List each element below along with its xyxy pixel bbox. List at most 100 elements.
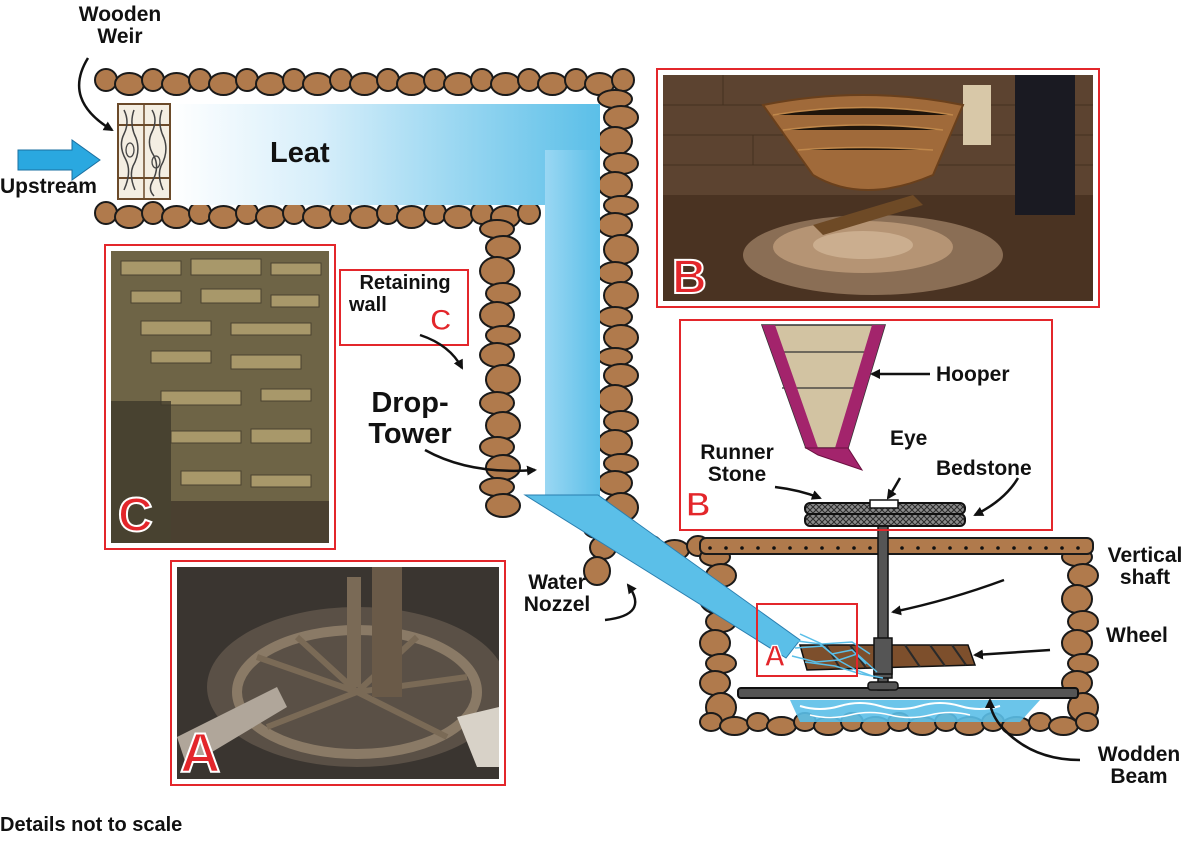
marker-a-small: A bbox=[763, 639, 786, 673]
slab-dot bbox=[820, 546, 824, 550]
stone bbox=[208, 205, 239, 229]
stone bbox=[719, 716, 750, 736]
slab-dot bbox=[964, 546, 968, 550]
upstream-arrow-icon bbox=[17, 139, 101, 181]
stone bbox=[603, 195, 639, 216]
stone bbox=[282, 68, 306, 92]
slab-dot bbox=[740, 546, 744, 550]
slab-dot bbox=[756, 546, 760, 550]
hooper-label: Hooper bbox=[936, 363, 1010, 386]
wooden-beam bbox=[737, 687, 1079, 699]
drop-tower-label-line1: Drop- bbox=[371, 387, 449, 419]
water-nozzle-label-line1: Water bbox=[528, 571, 586, 594]
stone bbox=[443, 72, 474, 96]
stone bbox=[485, 235, 521, 260]
stone bbox=[597, 126, 633, 156]
stone bbox=[479, 301, 515, 329]
drop-tower-label-line2: Tower bbox=[368, 418, 452, 450]
stone bbox=[603, 453, 639, 474]
leat-lower-wall bbox=[94, 201, 541, 229]
stone bbox=[603, 234, 639, 265]
stone bbox=[699, 712, 723, 732]
stone bbox=[1067, 653, 1099, 674]
footer-note: Details not to scale bbox=[0, 814, 183, 836]
stone bbox=[1061, 584, 1093, 614]
stone bbox=[766, 716, 797, 736]
stone bbox=[564, 68, 588, 92]
stone bbox=[282, 201, 306, 225]
stone bbox=[329, 68, 353, 92]
bedstone bbox=[804, 513, 966, 527]
stone bbox=[479, 219, 515, 239]
wooden-weir-label-line1: Wooden bbox=[78, 3, 162, 26]
slab-dot bbox=[788, 546, 792, 550]
tailrace-water bbox=[790, 700, 1040, 722]
slab-dot bbox=[804, 546, 808, 550]
upstream-label: Upstream bbox=[0, 175, 97, 198]
stone bbox=[1075, 712, 1099, 732]
mill-chamber bbox=[737, 519, 1079, 722]
stone bbox=[699, 629, 731, 657]
vertical-shaft-label-line2: shaft bbox=[1119, 566, 1171, 589]
stone bbox=[485, 325, 521, 346]
drop-tower-label: Drop- Tower bbox=[345, 388, 475, 450]
stone bbox=[255, 72, 286, 96]
stone bbox=[235, 68, 259, 92]
slab-dot bbox=[1028, 546, 1032, 550]
wooden-beam-label-line1: Wodden bbox=[1097, 743, 1181, 766]
stone bbox=[597, 306, 633, 328]
stone bbox=[1067, 610, 1099, 633]
stone bbox=[1061, 629, 1093, 657]
runner-stone-label-line1: Runner bbox=[700, 441, 774, 464]
slab-dot bbox=[932, 546, 936, 550]
wooden-weir bbox=[117, 103, 171, 200]
stone bbox=[597, 212, 633, 238]
inset-c-frame bbox=[339, 269, 469, 346]
stone bbox=[603, 105, 639, 130]
stone bbox=[376, 68, 400, 92]
stone bbox=[611, 68, 635, 92]
slab-dot bbox=[916, 546, 920, 550]
stone bbox=[188, 68, 212, 92]
stone bbox=[517, 201, 541, 225]
water-nozzle-label: Water Nozzel bbox=[512, 572, 602, 616]
slab-dot bbox=[980, 546, 984, 550]
stone bbox=[141, 68, 165, 92]
stone bbox=[485, 364, 521, 395]
hopper bbox=[760, 324, 887, 471]
retaining-wall-label-line2: wall bbox=[349, 294, 387, 316]
stone bbox=[329, 201, 353, 225]
photo-c-retaining-wall bbox=[104, 244, 336, 550]
marker-c-small: C bbox=[429, 303, 452, 337]
inset-a-frame bbox=[756, 603, 858, 677]
stone bbox=[517, 68, 541, 92]
floor-slab bbox=[699, 537, 1094, 555]
wooden-weir-label: Wooden Weir bbox=[60, 4, 180, 48]
runner-stone-label-line2: Stone bbox=[707, 463, 767, 486]
slab-dot bbox=[948, 546, 952, 550]
stone bbox=[603, 324, 639, 351]
stone bbox=[479, 256, 515, 286]
stone bbox=[603, 410, 639, 433]
marker-c-photo: C bbox=[117, 488, 154, 543]
leader-arrows bbox=[419, 333, 1081, 762]
water-nozzle-label-line2: Nozzel bbox=[523, 593, 591, 616]
photo-b-grinding bbox=[656, 68, 1100, 308]
stone bbox=[479, 436, 515, 458]
stone bbox=[479, 477, 515, 497]
stone bbox=[423, 68, 447, 92]
stone bbox=[376, 201, 400, 225]
stone bbox=[597, 429, 633, 457]
stone bbox=[597, 89, 633, 109]
stone bbox=[603, 152, 639, 175]
stone bbox=[141, 201, 165, 225]
wooden-beam-label-line2: Beam bbox=[1110, 765, 1168, 788]
slab-dot bbox=[1060, 546, 1064, 550]
wooden-weir-label-line2: Weir bbox=[97, 25, 143, 48]
water-nozzle-pipe bbox=[523, 494, 801, 659]
stone bbox=[161, 205, 192, 229]
runner-stone-label: Runner Stone bbox=[692, 442, 782, 486]
stone bbox=[479, 391, 515, 415]
stone bbox=[485, 411, 521, 440]
